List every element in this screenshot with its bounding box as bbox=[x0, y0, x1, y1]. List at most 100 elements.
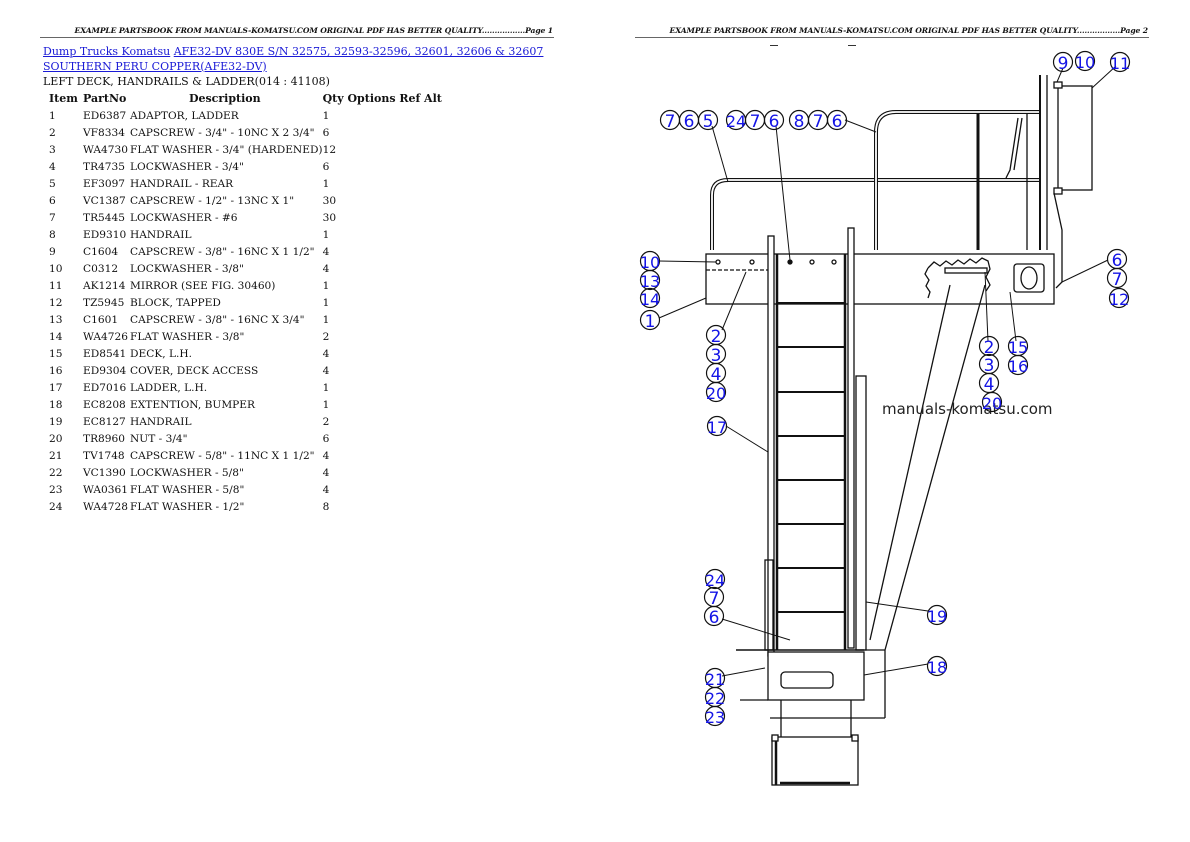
item-number: 19 bbox=[49, 415, 63, 428]
callout-11: 11 bbox=[1110, 51, 1130, 73]
callout-9: 9 bbox=[1052, 51, 1074, 74]
callout-label: 24 bbox=[726, 112, 746, 131]
part-description: BLOCK, TAPPED bbox=[130, 296, 221, 309]
item-number: 5 bbox=[49, 177, 56, 190]
callout-7: 7 bbox=[807, 109, 829, 132]
item-number: 20 bbox=[49, 432, 63, 445]
tick-mark bbox=[848, 45, 856, 46]
callout-19: 19 bbox=[927, 604, 947, 626]
callout-label: 6 bbox=[684, 112, 695, 132]
part-quantity: 4 bbox=[322, 347, 330, 360]
part-number: VC1387 bbox=[83, 194, 126, 207]
page-header: EXAMPLE PARTSBOOK FROM MANUALS-KOMATSU.C… bbox=[669, 26, 1149, 35]
callout-label: 9 bbox=[1058, 54, 1069, 74]
callout-21: 21 bbox=[705, 667, 725, 689]
item-number: 1 bbox=[49, 109, 56, 122]
callout-label: 21 bbox=[705, 670, 725, 689]
callout-label: 2 bbox=[984, 338, 995, 358]
callout-label: 23 bbox=[705, 708, 725, 727]
callout-23: 23 bbox=[705, 705, 725, 727]
item-number: 24 bbox=[49, 500, 63, 513]
part-description: DECK, L.H. bbox=[130, 347, 192, 360]
item-number: 21 bbox=[49, 449, 63, 462]
part-number: WA4726 bbox=[83, 330, 128, 343]
item-number: 6 bbox=[49, 194, 56, 207]
part-quantity: 1 bbox=[322, 381, 330, 394]
part-number: TV1748 bbox=[83, 449, 125, 462]
part-description: LOCKWASHER - 3/4" bbox=[130, 160, 244, 173]
part-quantity: 4 bbox=[322, 449, 330, 462]
callout-label: 6 bbox=[832, 112, 843, 132]
part-description: CAPSCREW - 3/4" - 10NC X 2 3/4" bbox=[130, 126, 315, 139]
callout-label: 7 bbox=[709, 589, 720, 609]
callout-1: 1 bbox=[639, 309, 661, 332]
callout-label: 13 bbox=[640, 272, 660, 291]
callout-label: 3 bbox=[984, 356, 995, 376]
part-number: C0312 bbox=[83, 262, 119, 275]
callout-16: 16 bbox=[1008, 354, 1028, 376]
part-description: HANDRAIL - REAR bbox=[130, 177, 234, 190]
part-quantity: 8 bbox=[322, 500, 330, 513]
item-number: 18 bbox=[49, 398, 63, 411]
callout-6: 6 bbox=[826, 109, 848, 132]
header-divider bbox=[40, 37, 554, 38]
item-number: 14 bbox=[49, 330, 63, 343]
callout-14: 14 bbox=[640, 287, 660, 309]
callout-7: 7 bbox=[1106, 267, 1128, 290]
callout-15: 15 bbox=[1008, 335, 1028, 357]
item-number: 23 bbox=[49, 483, 63, 496]
callout-4: 4 bbox=[705, 362, 727, 385]
callout-label: 24 bbox=[705, 571, 725, 590]
customer-link[interactable]: SOUTHERN PERU COPPER(AFE32-DV) bbox=[43, 59, 267, 73]
leader-lines bbox=[658, 65, 1117, 677]
callout-label: 20 bbox=[706, 384, 726, 403]
part-description: ADAPTOR, LADDER bbox=[130, 109, 239, 122]
diagram-page: EXAMPLE PARTSBOOK FROM MANUALS-KOMATSU.C… bbox=[595, 0, 1190, 842]
item-number: 10 bbox=[49, 262, 63, 275]
callout-6: 6 bbox=[763, 109, 785, 132]
parts-table: Item PartNo Description Qty Options Ref … bbox=[43, 90, 445, 515]
item-number: 12 bbox=[49, 296, 63, 309]
callout-label: 22 bbox=[705, 689, 725, 708]
item-number: 11 bbox=[49, 279, 63, 292]
part-number: ED8541 bbox=[83, 347, 127, 360]
part-description: NUT - 3/4" bbox=[130, 432, 188, 445]
callout-label: 6 bbox=[1112, 251, 1123, 271]
part-quantity: 1 bbox=[322, 279, 330, 292]
part-quantity: 6 bbox=[322, 126, 330, 139]
callout-label: 3 bbox=[711, 346, 722, 366]
callout-label: 11 bbox=[1110, 54, 1130, 73]
category-link[interactable]: Dump Trucks Komatsu bbox=[43, 45, 171, 58]
part-quantity: 1 bbox=[322, 313, 330, 326]
callout-label: 19 bbox=[927, 607, 947, 626]
part-number: EC8208 bbox=[83, 398, 126, 411]
model-link[interactable]: AFE32-DV 830E S/N 32575, 32593-32596, 32… bbox=[173, 45, 544, 58]
callout-6: 6 bbox=[703, 605, 725, 628]
tick-mark bbox=[770, 45, 778, 46]
item-number: 9 bbox=[49, 245, 56, 258]
part-description: LOCKWASHER - 5/8" bbox=[130, 466, 244, 479]
page-header: EXAMPLE PARTSBOOK FROM MANUALS-KOMATSU.C… bbox=[74, 26, 554, 35]
callout-3: 3 bbox=[978, 353, 1000, 376]
item-number: 17 bbox=[49, 381, 63, 394]
part-description: EXTENTION, BUMPER bbox=[130, 398, 256, 411]
callout-24: 24 bbox=[726, 109, 746, 131]
callout-label: 7 bbox=[1112, 270, 1123, 290]
item-number: 7 bbox=[49, 211, 56, 224]
part-quantity: 6 bbox=[322, 160, 330, 173]
callout-label: 6 bbox=[709, 608, 720, 628]
part-quantity: 6 bbox=[322, 432, 330, 445]
callout-5: 5 bbox=[697, 109, 719, 132]
callout-label: 20 bbox=[982, 394, 1002, 413]
part-description: CAPSCREW - 3/8" - 16NC X 3/4" bbox=[130, 313, 305, 326]
header-item: Item bbox=[49, 92, 78, 105]
part-description: HANDRAIL bbox=[130, 415, 192, 428]
